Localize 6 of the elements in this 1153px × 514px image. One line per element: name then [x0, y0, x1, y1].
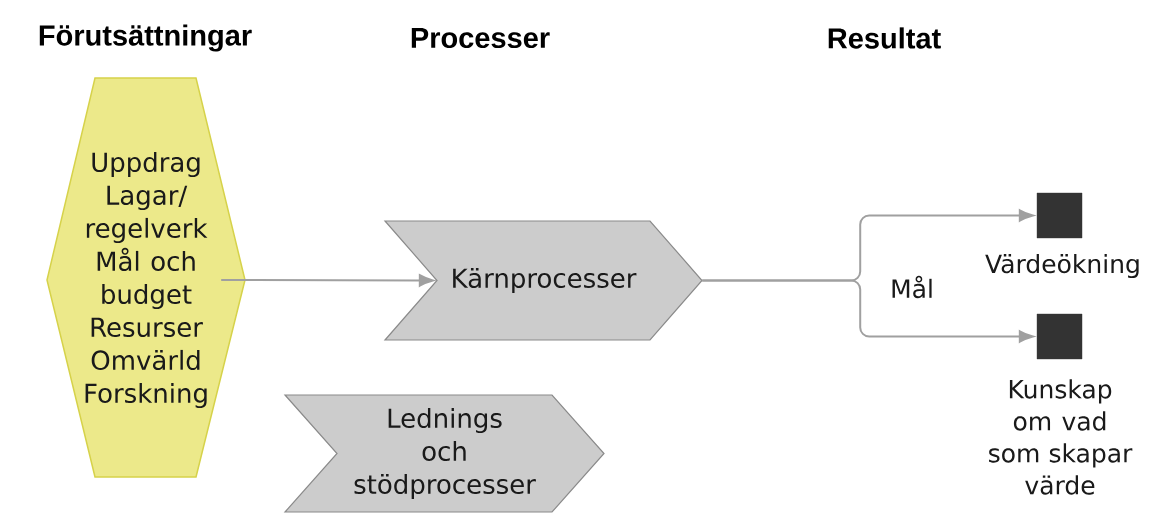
square-marker	[1036, 192, 1083, 239]
column-heading: Resultat	[828, 27, 941, 49]
node-caption: Kunskap om vad som skapar värde	[989, 379, 1133, 495]
column-heading: Processer	[411, 27, 550, 49]
hexagon: Uppdrag Lagar/ regelverk Mål och budget Resurser Omvärld Forskning	[46, 77, 246, 478]
square-marker	[1036, 313, 1083, 360]
